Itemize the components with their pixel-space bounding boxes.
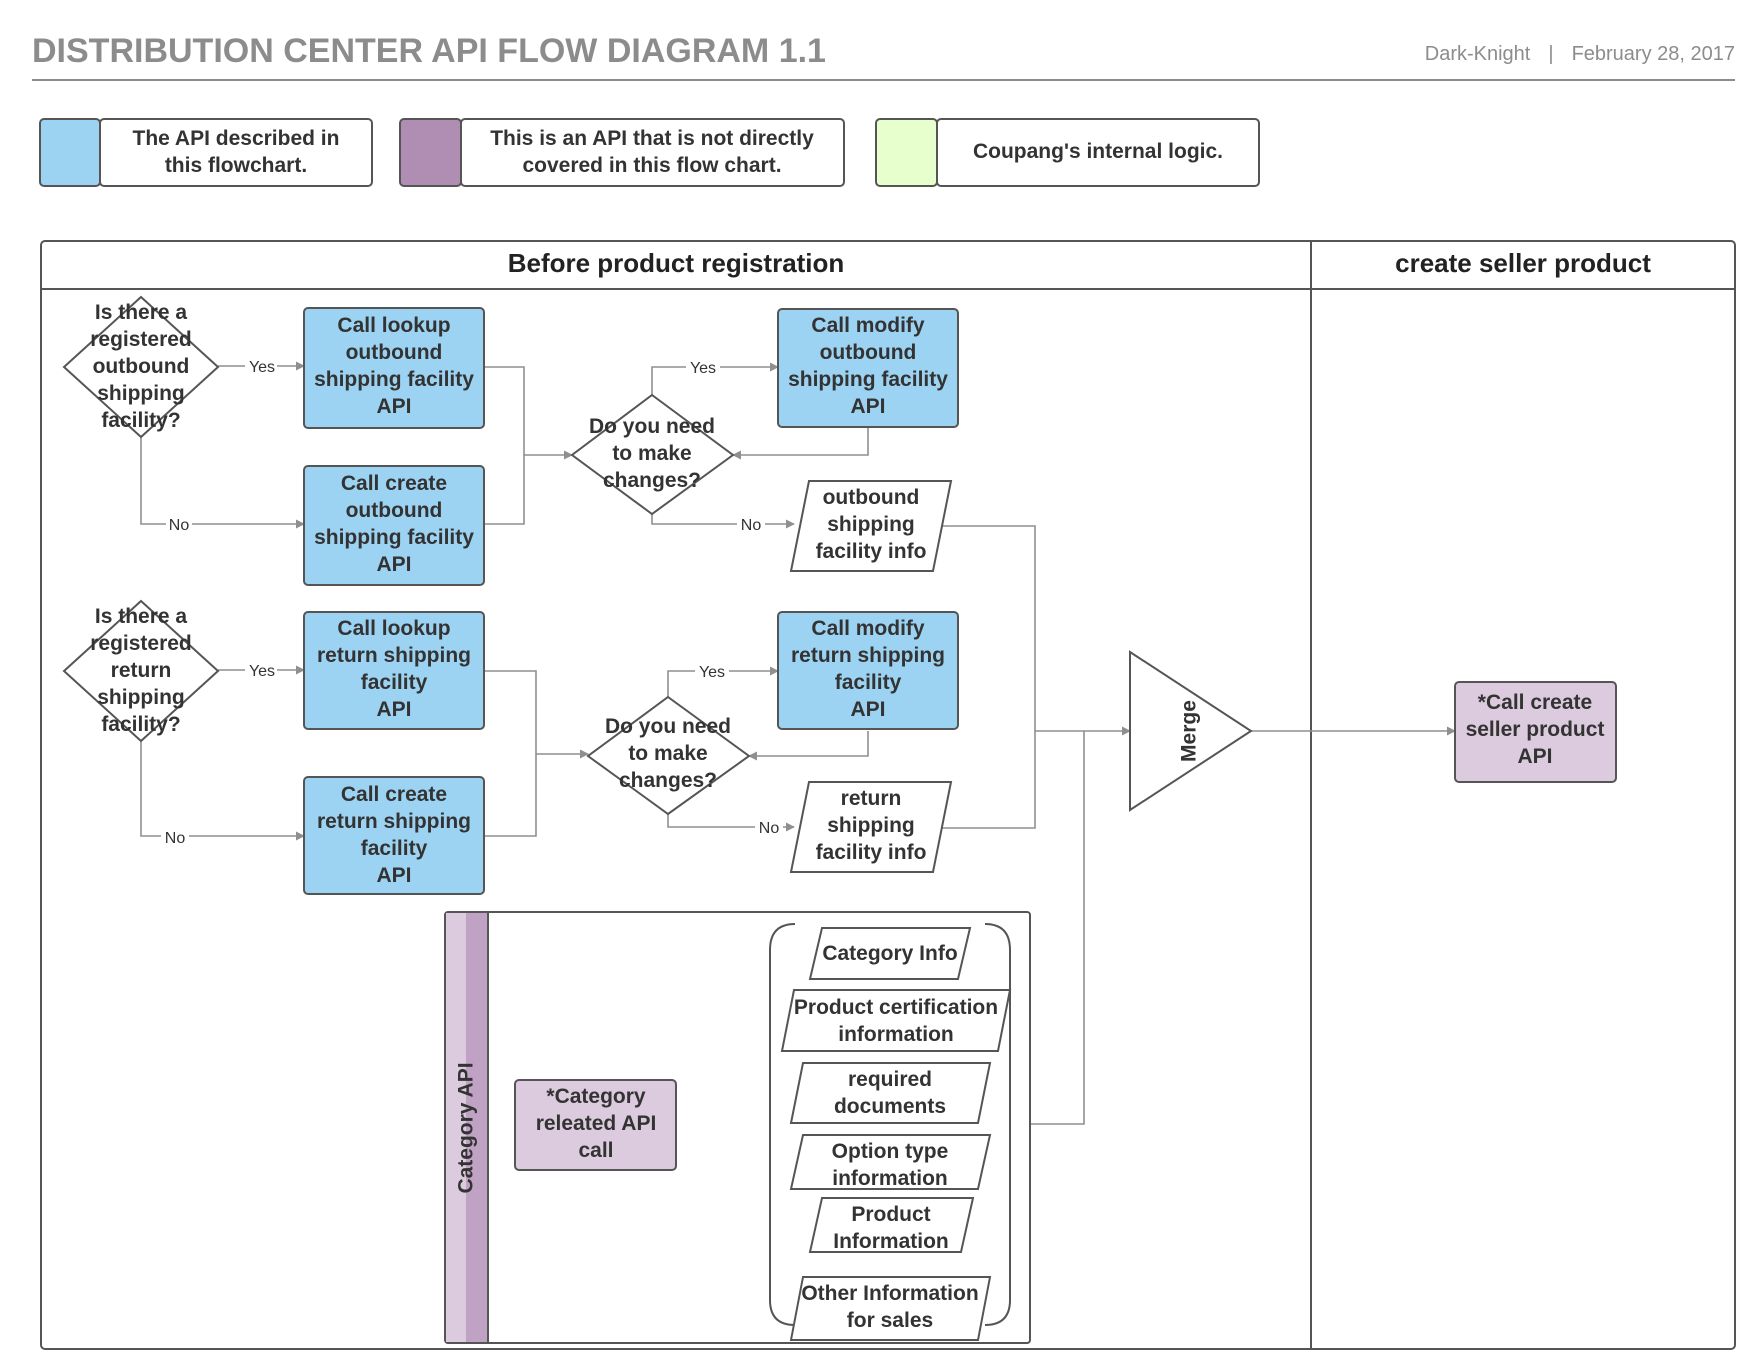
- edge-outbound-no: [140, 437, 305, 529]
- edge-label-yes-outbound: Yes: [249, 359, 275, 376]
- merge-node: [1129, 650, 1253, 812]
- category-lane-band-dark: [466, 913, 488, 1342]
- swimlane: Before product registration create selle…: [40, 240, 1736, 1350]
- category-brace-left: [769, 923, 796, 1326]
- option-type-info: [789, 1134, 992, 1190]
- category-related-api-call: [514, 1079, 677, 1171]
- edge-label-no-outbound: No: [169, 517, 190, 534]
- legend-box-external-api: [460, 118, 845, 187]
- author: Dark-Knight: [1425, 43, 1531, 65]
- edge-create-outbound-change: [484, 455, 525, 525]
- date: February 28, 2017: [1572, 43, 1735, 65]
- decision-return-facility: [62, 599, 220, 743]
- category-lane-band: [446, 913, 466, 1342]
- modify-return-api: [777, 611, 959, 730]
- edge-lookup-return-change: [484, 670, 589, 759]
- edge-label-yes-change1: Yes: [690, 360, 716, 377]
- product-information: [808, 1197, 975, 1253]
- edge-label-no-change1: No: [741, 517, 762, 534]
- separator: |: [1548, 43, 1553, 65]
- lane-title-before: Before product registration: [508, 248, 845, 278]
- edge-label-yes-change2: Yes: [699, 664, 725, 681]
- category-lane-title: Category API: [455, 1062, 478, 1193]
- create-return-api: [303, 776, 485, 895]
- edge-change2-yes: [667, 666, 779, 697]
- edge-return-info-merge: [938, 731, 1036, 829]
- edge-label-yes-return: Yes: [249, 663, 275, 680]
- modify-outbound-api: [777, 308, 959, 428]
- lookup-outbound-api: [303, 307, 485, 429]
- swimlane-frame: [40, 240, 1736, 1350]
- edge-return-no: [140, 741, 305, 841]
- merge-label: Merge: [1178, 700, 1201, 762]
- edge-modify-outbound-back: [732, 426, 869, 460]
- outbound-facility-info: [789, 480, 953, 572]
- required-documents: [789, 1062, 992, 1124]
- edge-category-merge: [1030, 731, 1085, 1125]
- edge-change2-no: [667, 814, 795, 832]
- return-facility-info: [789, 781, 953, 873]
- decision-outbound-facility: [62, 295, 220, 439]
- edge-create-return-change: [484, 754, 537, 837]
- edge-modify-return-back: [748, 731, 869, 761]
- lane-title-create: create seller product: [1395, 248, 1651, 278]
- category-brace-right: [984, 923, 1011, 1326]
- edge-change1-no: [651, 514, 795, 529]
- decision-changes-outbound: [570, 393, 735, 516]
- edge-lookup-outbound-change: [484, 366, 573, 460]
- edge-label-no-change2: No: [759, 820, 780, 837]
- legend-swatch-api: [39, 118, 101, 187]
- edge-change1-yes: [651, 362, 779, 395]
- legend-swatch-internal: [875, 118, 938, 187]
- other-sales-info: [789, 1276, 992, 1341]
- category-info: [808, 927, 972, 980]
- legend-swatch-external-api: [399, 118, 462, 187]
- lookup-return-api: [303, 611, 485, 730]
- edge-label-no-return: No: [165, 830, 186, 847]
- header-meta: Dark-Knight | February 28, 2017: [1425, 43, 1735, 65]
- legend-label-internal: Coupang's internal logic.: [973, 140, 1223, 163]
- product-certification-info: [780, 989, 1012, 1052]
- create-seller-product-api: [1454, 681, 1617, 783]
- legend-box-api: [99, 118, 373, 187]
- category-info-label: Category Info: [822, 942, 957, 965]
- page-title: DISTRIBUTION CENTER API FLOW DIAGRAM 1.1: [32, 32, 826, 70]
- edge-labels: Yes No Yes No Yes No Yes No: [161, 356, 783, 847]
- edge-outbound-info-merge: [938, 525, 1131, 736]
- decision-changes-return: [586, 695, 751, 816]
- create-outbound-api: [303, 465, 485, 586]
- legend-box-internal: [936, 118, 1260, 187]
- connectors: [140, 361, 1456, 1129]
